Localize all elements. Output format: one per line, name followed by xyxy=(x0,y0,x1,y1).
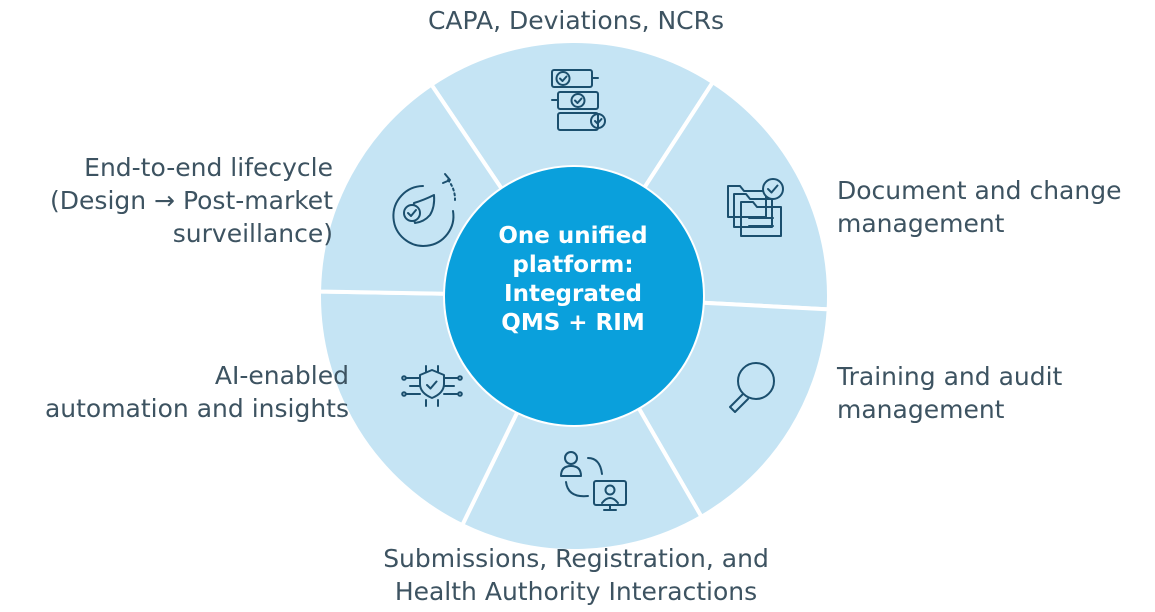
shield-circuit-icon xyxy=(401,365,463,407)
hub-line: Integrated xyxy=(504,281,642,307)
label-ai: AI-enabled automation and insights xyxy=(0,359,349,425)
label-line: End-to-end lifecycle xyxy=(84,153,333,182)
label-line: (Design → Post-market xyxy=(50,186,333,215)
hub-line: One unified xyxy=(498,223,648,249)
label-lifecycle: End-to-end lifecycle (Design → Post-mark… xyxy=(0,151,333,250)
hub-circle xyxy=(445,167,703,425)
hub-title: One unified platform: Integrated QMS + R… xyxy=(483,222,663,338)
label-line: Submissions, Registration, and xyxy=(383,544,769,573)
segment-document-change xyxy=(641,79,831,312)
label-line: Document and change xyxy=(837,176,1122,205)
label-line: Training and audit xyxy=(837,362,1063,391)
label-capa: CAPA, Deviations, NCRs xyxy=(376,4,776,37)
label-line: management xyxy=(837,209,1005,238)
label-submissions: Submissions, Registration, and Health Au… xyxy=(336,542,816,608)
hub-line: platform: xyxy=(512,252,634,278)
label-training-audit: Training and audit management xyxy=(837,360,1137,426)
label-line: CAPA, Deviations, NCRs xyxy=(427,6,725,35)
label-line: management xyxy=(837,395,1005,424)
label-line: AI-enabled xyxy=(214,361,349,390)
checklist-flow-icon xyxy=(551,69,606,131)
shield-cycle-icon xyxy=(392,173,457,247)
label-document-change: Document and change management xyxy=(837,174,1147,240)
label-line: automation and insights xyxy=(44,394,349,423)
magnifier-icon xyxy=(729,362,775,413)
document-folder-check-icon xyxy=(727,178,784,237)
user-monitor-exchange-icon xyxy=(560,451,627,511)
label-line: Health Authority Interactions xyxy=(394,577,758,606)
label-line: surveillance) xyxy=(172,219,333,248)
hub-line: QMS + RIM xyxy=(501,310,645,336)
